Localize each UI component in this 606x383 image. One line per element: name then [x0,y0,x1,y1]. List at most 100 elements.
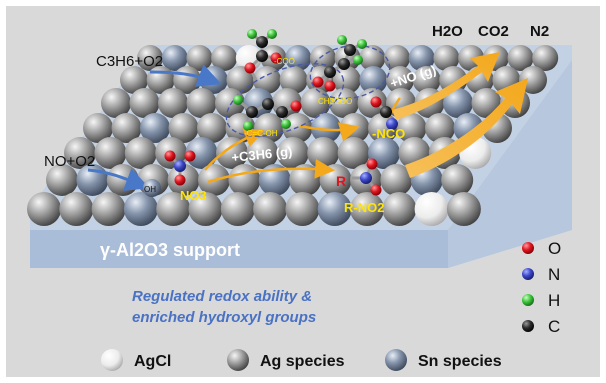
ag-sphere [446,192,481,226]
label-acetate: CH3COO [318,97,352,106]
label-co2: CO2 [478,23,509,40]
atom-o [164,150,176,162]
ag-sphere [27,192,61,226]
sn-sphere [140,113,170,143]
sn-sphere [285,45,312,71]
arrow-nitrate-to-nitro [207,158,335,184]
atom-c [380,106,392,118]
ag-sphere [46,164,78,196]
ag-sphere [111,113,142,143]
atom-h [243,121,253,131]
legend-atom-o-swatch [522,242,534,254]
support-front-face [30,230,448,268]
label-n2: N2 [530,23,549,40]
legend-atom-n-label: N [548,265,560,284]
sn-sphere [161,45,188,71]
dashed-region-enolic [225,63,345,137]
arrow-no-in [87,168,150,191]
ag-sphere [168,113,199,143]
ag-sphere [120,66,148,94]
ag-sphere [276,137,309,169]
atom-h [337,35,347,45]
legend-atom-n-swatch [522,268,534,280]
caption-line-2: enriched hydroxyl groups [132,309,316,326]
label-enolic: -C=C-OH [244,129,278,138]
legend-species-label-0: AgCl [134,353,171,370]
big-arrow-upper [392,52,500,120]
sn-sphere [258,164,291,196]
ag-sphere [279,66,308,94]
ag-sphere [507,45,534,71]
ag-sphere [137,45,163,71]
atom-o [324,80,336,92]
legend-atom-o-label: O [548,239,561,258]
ag-sphere [220,192,255,226]
agcl-sphere [414,192,449,226]
ag-sphere [124,137,157,169]
atom-n [360,172,372,184]
ag-sphere [64,137,96,169]
sn-sphere [185,137,218,169]
legend-atom-c-label: C [548,317,560,336]
atom-o [312,76,324,88]
label-isocyanate: -NCO [372,126,405,141]
ag-sphere [106,164,139,196]
atom-h [247,29,257,39]
ag-sphere [101,88,131,118]
ag-sphere [156,192,191,226]
atom-c [338,58,350,70]
legend-species-swatch-2 [385,349,407,371]
arrow-nitrate-to-enolic [204,128,265,171]
atom-n [386,118,398,130]
big-arrow-lower [405,78,528,178]
ag-sphere [380,164,413,196]
ag-sphere [94,137,127,169]
atom-c [262,98,274,110]
ag-sphere [382,192,417,226]
atom-h [233,95,243,105]
arrow-propene-in [149,64,222,87]
atom-o [174,174,186,186]
ag-sphere [337,137,370,169]
atom-h [353,55,363,65]
caption-line-1: Regulated redox ability & [132,288,312,305]
ag-sphere [289,164,322,196]
ag-sphere [300,88,331,118]
ag-sphere [158,88,188,118]
atom-c [344,44,356,56]
label-propene-oxygen: C3H6+O2 [96,53,163,70]
label-propene-gas: +C3H6 (g) [231,144,293,165]
arrow-enolic-to-nco [299,122,360,142]
legend-species-swatch-1 [227,349,249,371]
ag-sphere [350,192,384,226]
label-support: γ-Al2O3 support [100,240,240,260]
atom-h [267,29,277,39]
ag-sphere [532,45,559,71]
ag-sphere [329,88,359,118]
ag-sphere [59,192,94,226]
ag-sphere [359,45,386,71]
ag-sphere [441,164,474,196]
legend-atom-c-swatch [522,320,534,332]
hydroxyl-site [143,179,161,197]
sn-sphere [443,88,473,118]
sn-sphere [317,192,352,226]
sn-sphere [311,113,341,143]
atom-h [357,39,367,49]
atom-c [246,106,258,118]
sn-sphere [359,66,388,94]
label-nitro: R-NO2 [344,200,384,215]
label-nitrate: NO3 [180,188,207,203]
ag-sphere [188,192,223,226]
atom-c [324,66,336,78]
label-no-oxygen: NO+O2 [44,153,95,170]
atom-o [290,100,302,112]
legend-species-swatch-0 [101,349,123,371]
ag-sphere [91,192,126,226]
ag-sphere [186,88,217,118]
ag-sphere [412,66,441,94]
ag-sphere [253,192,288,226]
